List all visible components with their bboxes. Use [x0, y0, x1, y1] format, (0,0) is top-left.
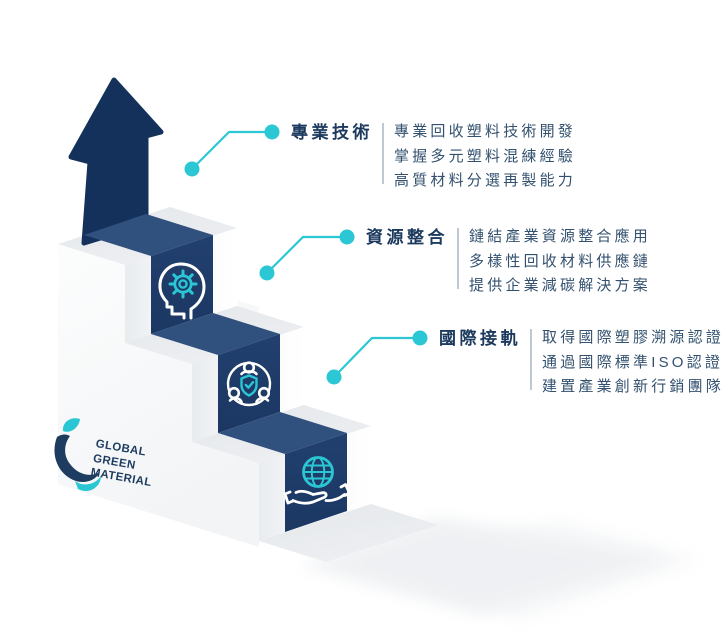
connector-line-3 — [333, 336, 420, 378]
globe-hands-icon — [283, 456, 351, 505]
tread-band-1 — [84, 214, 213, 256]
step1-panel — [151, 235, 213, 334]
anchor-dot-2 — [259, 265, 275, 281]
tread-band-2 — [151, 313, 280, 355]
people-shield-icon — [226, 361, 272, 407]
connector-line-2 — [266, 235, 347, 274]
block-line: 鏈結產業資源整合應用 — [469, 228, 652, 245]
anchor-dot-3 — [326, 369, 342, 385]
feature-block-technology: 專業技術 專業回收塑料技術開發 掌握多元塑料混練經驗 高質材料分選再製能力 — [291, 120, 576, 194]
connectors — [191, 130, 420, 378]
block-line: 掌握多元塑料混練經驗 — [394, 147, 577, 165]
block-line: 多樣性回收材料供應鏈 — [469, 252, 652, 270]
label-dot-1 — [264, 124, 280, 140]
tread-band-3 — [218, 412, 347, 454]
block-title: 專業技術 — [291, 123, 373, 142]
block-line: 取得國際塑膠溯源認證 — [542, 329, 725, 346]
step3-bottom-tread — [259, 504, 438, 562]
bird-leaf-logo — [54, 418, 101, 492]
block-title: 國際接軌 — [439, 329, 521, 348]
block-lines: 專業回收塑料技術開發 掌握多元塑料混練經驗 高質材料分選再製能力 — [394, 120, 576, 194]
vertical-divider — [382, 123, 384, 184]
label-dot-3 — [412, 330, 428, 346]
block-line: 建置產業創新行銷團隊 — [542, 378, 725, 395]
step3-panel — [285, 433, 347, 532]
connector-line-1 — [191, 130, 272, 170]
feature-block-resources: 資源整合 鏈結產業資源整合應用 多樣性回收材料供應鏈 提供企業減碳解決方案 — [366, 225, 651, 299]
label-dot-2 — [339, 229, 355, 245]
block-lines: 鏈結產業資源整合應用 多樣性回收材料供應鏈 提供企業減碳解決方案 — [469, 225, 651, 299]
vertical-divider — [457, 228, 459, 289]
head-gear-icon — [158, 262, 206, 320]
block-title: 資源整合 — [366, 228, 448, 247]
feature-block-international: 國際接軌 取得國際塑膠溯源認證 通過國際標準ISO認證 建置產業創新行銷團隊 — [439, 326, 724, 400]
block-line: 提供企業減碳解決方案 — [469, 277, 652, 294]
block-line: 專業回收塑料技術開發 — [394, 123, 577, 140]
anchor-dot-1 — [184, 161, 200, 177]
vertical-divider — [530, 329, 532, 390]
block-line: 高質材料分選再製能力 — [394, 172, 577, 189]
ground-shadow-2 — [360, 520, 700, 620]
block-lines: 取得國際塑膠溯源認證 通過國際標準ISO認證 建置產業創新行銷團隊 — [542, 326, 724, 400]
connector-dots — [184, 124, 428, 385]
block-line: 通過國際標準ISO認證 — [542, 353, 724, 371]
